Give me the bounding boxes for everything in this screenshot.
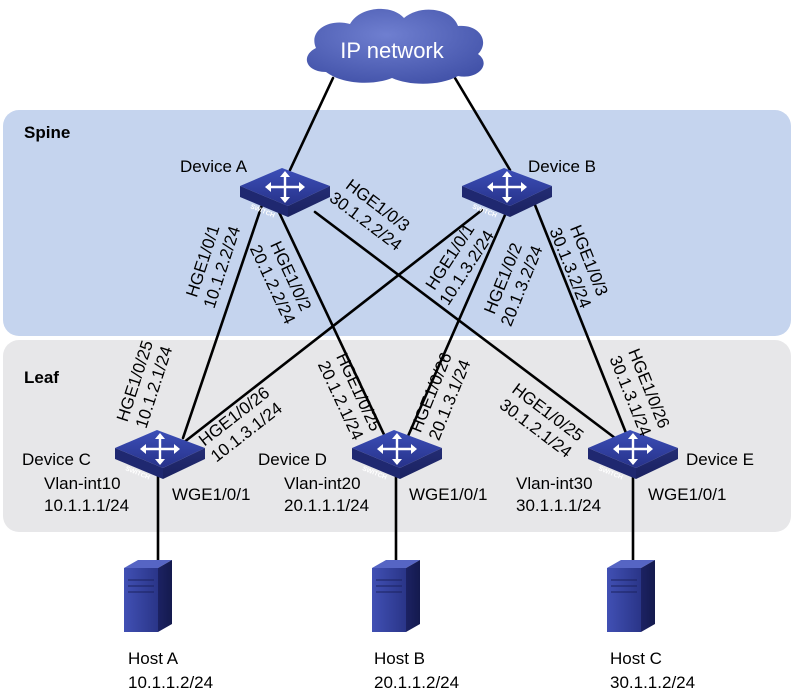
device-e-vlan-ip: 30.1.1.1/24 xyxy=(516,496,601,515)
host-b-ip: 20.1.1.2/24 xyxy=(374,673,459,692)
device-d-vlan-ip: 20.1.1.1/24 xyxy=(284,496,369,515)
link-b-e xyxy=(533,203,632,445)
link-cloud-b xyxy=(453,76,512,172)
device-e-port: WGE1/0/1 xyxy=(648,485,726,504)
device-e-name: Device E xyxy=(686,450,754,469)
links xyxy=(156,76,635,562)
device-c-port: WGE1/0/1 xyxy=(172,485,250,504)
device-d-name: Device D xyxy=(258,450,327,469)
server-host-b[interactable] xyxy=(371,559,421,633)
leaf-zone-title: Leaf xyxy=(24,368,59,387)
device-e-vlan: Vlan-int30 xyxy=(516,474,593,493)
device-a-name: Device A xyxy=(180,157,248,176)
device-c-vlan: Vlan-int10 xyxy=(44,474,121,493)
device-d-vlan: Vlan-int20 xyxy=(284,474,361,493)
device-c-vlan-ip: 10.1.1.1/24 xyxy=(44,496,129,515)
host-a-ip: 10.1.1.2/24 xyxy=(128,673,213,692)
host-a-name: Host A xyxy=(128,649,179,668)
host-c-name: Host C xyxy=(610,649,662,668)
link-a-e xyxy=(313,210,617,440)
host-b-name: Host B xyxy=(374,649,425,668)
ip-network-cloud: IP network xyxy=(306,8,484,84)
device-b-name: Device B xyxy=(528,157,596,176)
device-d-port: WGE1/0/1 xyxy=(409,485,487,504)
link-cloud-a xyxy=(288,76,335,172)
spine-zone xyxy=(3,110,791,336)
link-b-c xyxy=(181,208,484,445)
link-a-c xyxy=(181,203,264,440)
cloud-label: IP network xyxy=(340,38,445,63)
server-host-a[interactable] xyxy=(123,559,173,633)
host-c-ip: 30.1.1.2/24 xyxy=(610,673,695,692)
server-host-c[interactable] xyxy=(606,559,656,633)
device-c-name: Device C xyxy=(22,450,91,469)
link-b-d xyxy=(403,213,507,445)
spine-zone-title: Spine xyxy=(24,123,70,142)
